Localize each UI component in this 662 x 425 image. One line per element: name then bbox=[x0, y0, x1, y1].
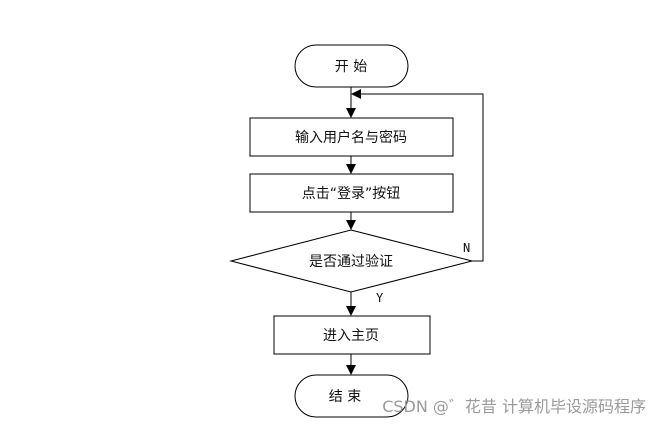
start-terminator: 开 始 bbox=[294, 44, 409, 88]
input-process-box: 输入用户名与密码 bbox=[249, 117, 454, 157]
decision-label: 是否通过验证 bbox=[309, 254, 393, 270]
arrow-no-loop bbox=[351, 89, 484, 262]
click-process-box: 点击“登录”按钮 bbox=[249, 173, 454, 213]
end-label: 结 束 bbox=[329, 389, 361, 405]
end-terminator: 结 束 bbox=[294, 374, 409, 418]
csdn-watermark: CSDN @゛花昔 计算机毕设源码程序 bbox=[382, 397, 646, 416]
decision-diamond: 是否通过验证 bbox=[229, 229, 473, 293]
input-process-label: 输入用户名与密码 bbox=[295, 129, 407, 146]
enter-homepage-box: 进入主页 bbox=[273, 315, 431, 355]
click-process-label: 点击“登录”按钮 bbox=[302, 186, 401, 202]
start-label: 开 始 bbox=[335, 59, 367, 75]
yes-branch-label: Y bbox=[376, 291, 384, 305]
no-branch-label: N bbox=[463, 241, 470, 255]
enter-homepage-label: 进入主页 bbox=[323, 328, 379, 344]
